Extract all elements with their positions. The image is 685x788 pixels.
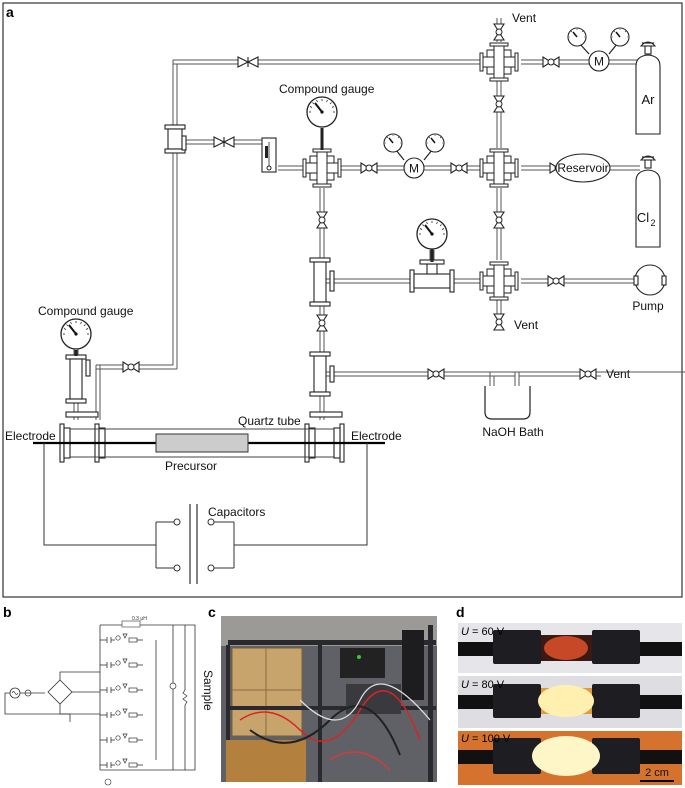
mass-flow-controllers: M M xyxy=(383,27,630,179)
precursor-label: Precursor xyxy=(165,459,217,473)
pipes xyxy=(73,18,685,420)
regulator-gauge-icon xyxy=(567,27,587,47)
electrode-label-right: Electrode xyxy=(351,429,402,443)
cross-fitting-left xyxy=(302,148,342,188)
sample-resistor-icon xyxy=(182,689,188,706)
photo-setup xyxy=(221,616,437,782)
vent-label-naoh: Vent xyxy=(606,367,631,381)
pressure-gauge-icon xyxy=(416,218,448,250)
check-valve-cl-line xyxy=(213,135,235,149)
precursor-sample xyxy=(155,433,249,453)
panel-a-label: a xyxy=(6,4,14,20)
compound-gauge-label: Compound gauge xyxy=(279,82,375,96)
regulator-gauge-icon xyxy=(425,133,445,153)
valve-naoh xyxy=(427,368,445,380)
reservoir-label: Reservoir xyxy=(557,161,608,175)
voltage-label-60: U = 60 V xyxy=(461,626,505,638)
photo-60v xyxy=(458,623,682,673)
mfc-main-label: M xyxy=(409,162,419,176)
cross-fitting-top xyxy=(479,42,519,82)
voltage-label-80: U = 80 V xyxy=(461,679,505,691)
vent-label-bottom: Vent xyxy=(514,318,539,332)
chlorine-cylinder-icon xyxy=(635,169,661,248)
cross-fitting-mid xyxy=(479,148,519,188)
valve-pump xyxy=(547,275,565,287)
naoh-bath-label: NaOH Bath xyxy=(482,425,543,439)
valve-left-m xyxy=(360,162,378,174)
panel-d-label: d xyxy=(456,604,465,620)
valve-left-column-1 xyxy=(316,211,328,229)
capacitor-stage-icon xyxy=(99,683,144,694)
inductor-value-label: 0.3 μH xyxy=(132,616,147,622)
chlorine-label: Cl xyxy=(637,210,649,225)
rectifier-bridge-icon xyxy=(47,679,73,705)
check-valve-ar-line xyxy=(237,55,259,69)
pump: Pump xyxy=(632,264,667,313)
tee-fittings xyxy=(65,124,455,418)
photo-80v xyxy=(458,676,682,728)
capacitor-stage-icon xyxy=(99,658,144,669)
gauges xyxy=(60,96,448,356)
capacitor-circuit xyxy=(43,443,368,584)
argon-cylinder-icon xyxy=(635,54,661,135)
reservoir-icon xyxy=(555,153,611,183)
cross-fitting-bottom xyxy=(479,261,519,301)
compound-gauge-lower-label: Compound gauge xyxy=(38,304,134,318)
regulator-gauge-icon xyxy=(610,27,630,47)
panel-a-frame xyxy=(2,2,683,598)
capacitors-label: Capacitors xyxy=(208,505,265,519)
flowmeter xyxy=(261,137,277,173)
scale-bar-label: 2 cm xyxy=(645,767,669,779)
panel-b-label: b xyxy=(3,604,12,620)
valve-vent-bottom xyxy=(493,313,505,331)
regulator-gauge-icon xyxy=(383,133,403,153)
capacitor-stage-icon xyxy=(99,733,144,744)
argon-label: Ar xyxy=(642,92,656,107)
capacitor-stage-icon xyxy=(99,758,144,769)
photo-100v xyxy=(458,731,682,785)
sample-label: Sample xyxy=(201,670,215,711)
pump-icon xyxy=(634,264,666,296)
valve-vent-naoh xyxy=(579,368,597,380)
chlorine-subscript: 2 xyxy=(650,218,655,228)
naoh-bath-icon xyxy=(484,386,531,420)
capacitor-stage-icon xyxy=(99,708,144,719)
mfc-ar-icon xyxy=(588,50,610,72)
valve-column-1 xyxy=(493,95,505,113)
valve-right-m xyxy=(450,162,468,174)
mfc-main-icon xyxy=(403,157,425,179)
svg-text:U = 60 V: U = 60 V xyxy=(461,626,505,638)
capacitor-stage-icon xyxy=(99,633,144,644)
valve-column-2 xyxy=(493,211,505,229)
quartz-tube-assembly xyxy=(33,423,385,463)
naoh-bath: NaOH Bath xyxy=(482,386,544,439)
pump-label: Pump xyxy=(632,299,664,313)
svg-text:U = 80 V: U = 80 V xyxy=(461,679,505,691)
compound-gauge-lower-icon xyxy=(60,318,92,350)
vent-label-top: Vent xyxy=(512,11,537,25)
electrode-label-left: Electrode xyxy=(5,429,56,443)
circuit-diagram: 0.3 μH xyxy=(4,616,196,786)
valve-ar xyxy=(542,56,560,68)
valve-left-column-2 xyxy=(316,314,328,332)
mfc-ar-label: M xyxy=(594,55,604,69)
svg-text:U = 100 V: U = 100 V xyxy=(461,733,511,745)
voltage-label-100: U = 100 V xyxy=(461,733,511,745)
valve-gauge-line xyxy=(122,361,140,373)
gas-cylinders: Ar Cl 2 xyxy=(635,41,661,248)
compound-gauge-icon xyxy=(306,96,338,128)
panel-c-label: c xyxy=(208,604,216,620)
quartz-tube-label: Quartz tube xyxy=(238,414,301,428)
valve-vent-top xyxy=(493,23,505,41)
